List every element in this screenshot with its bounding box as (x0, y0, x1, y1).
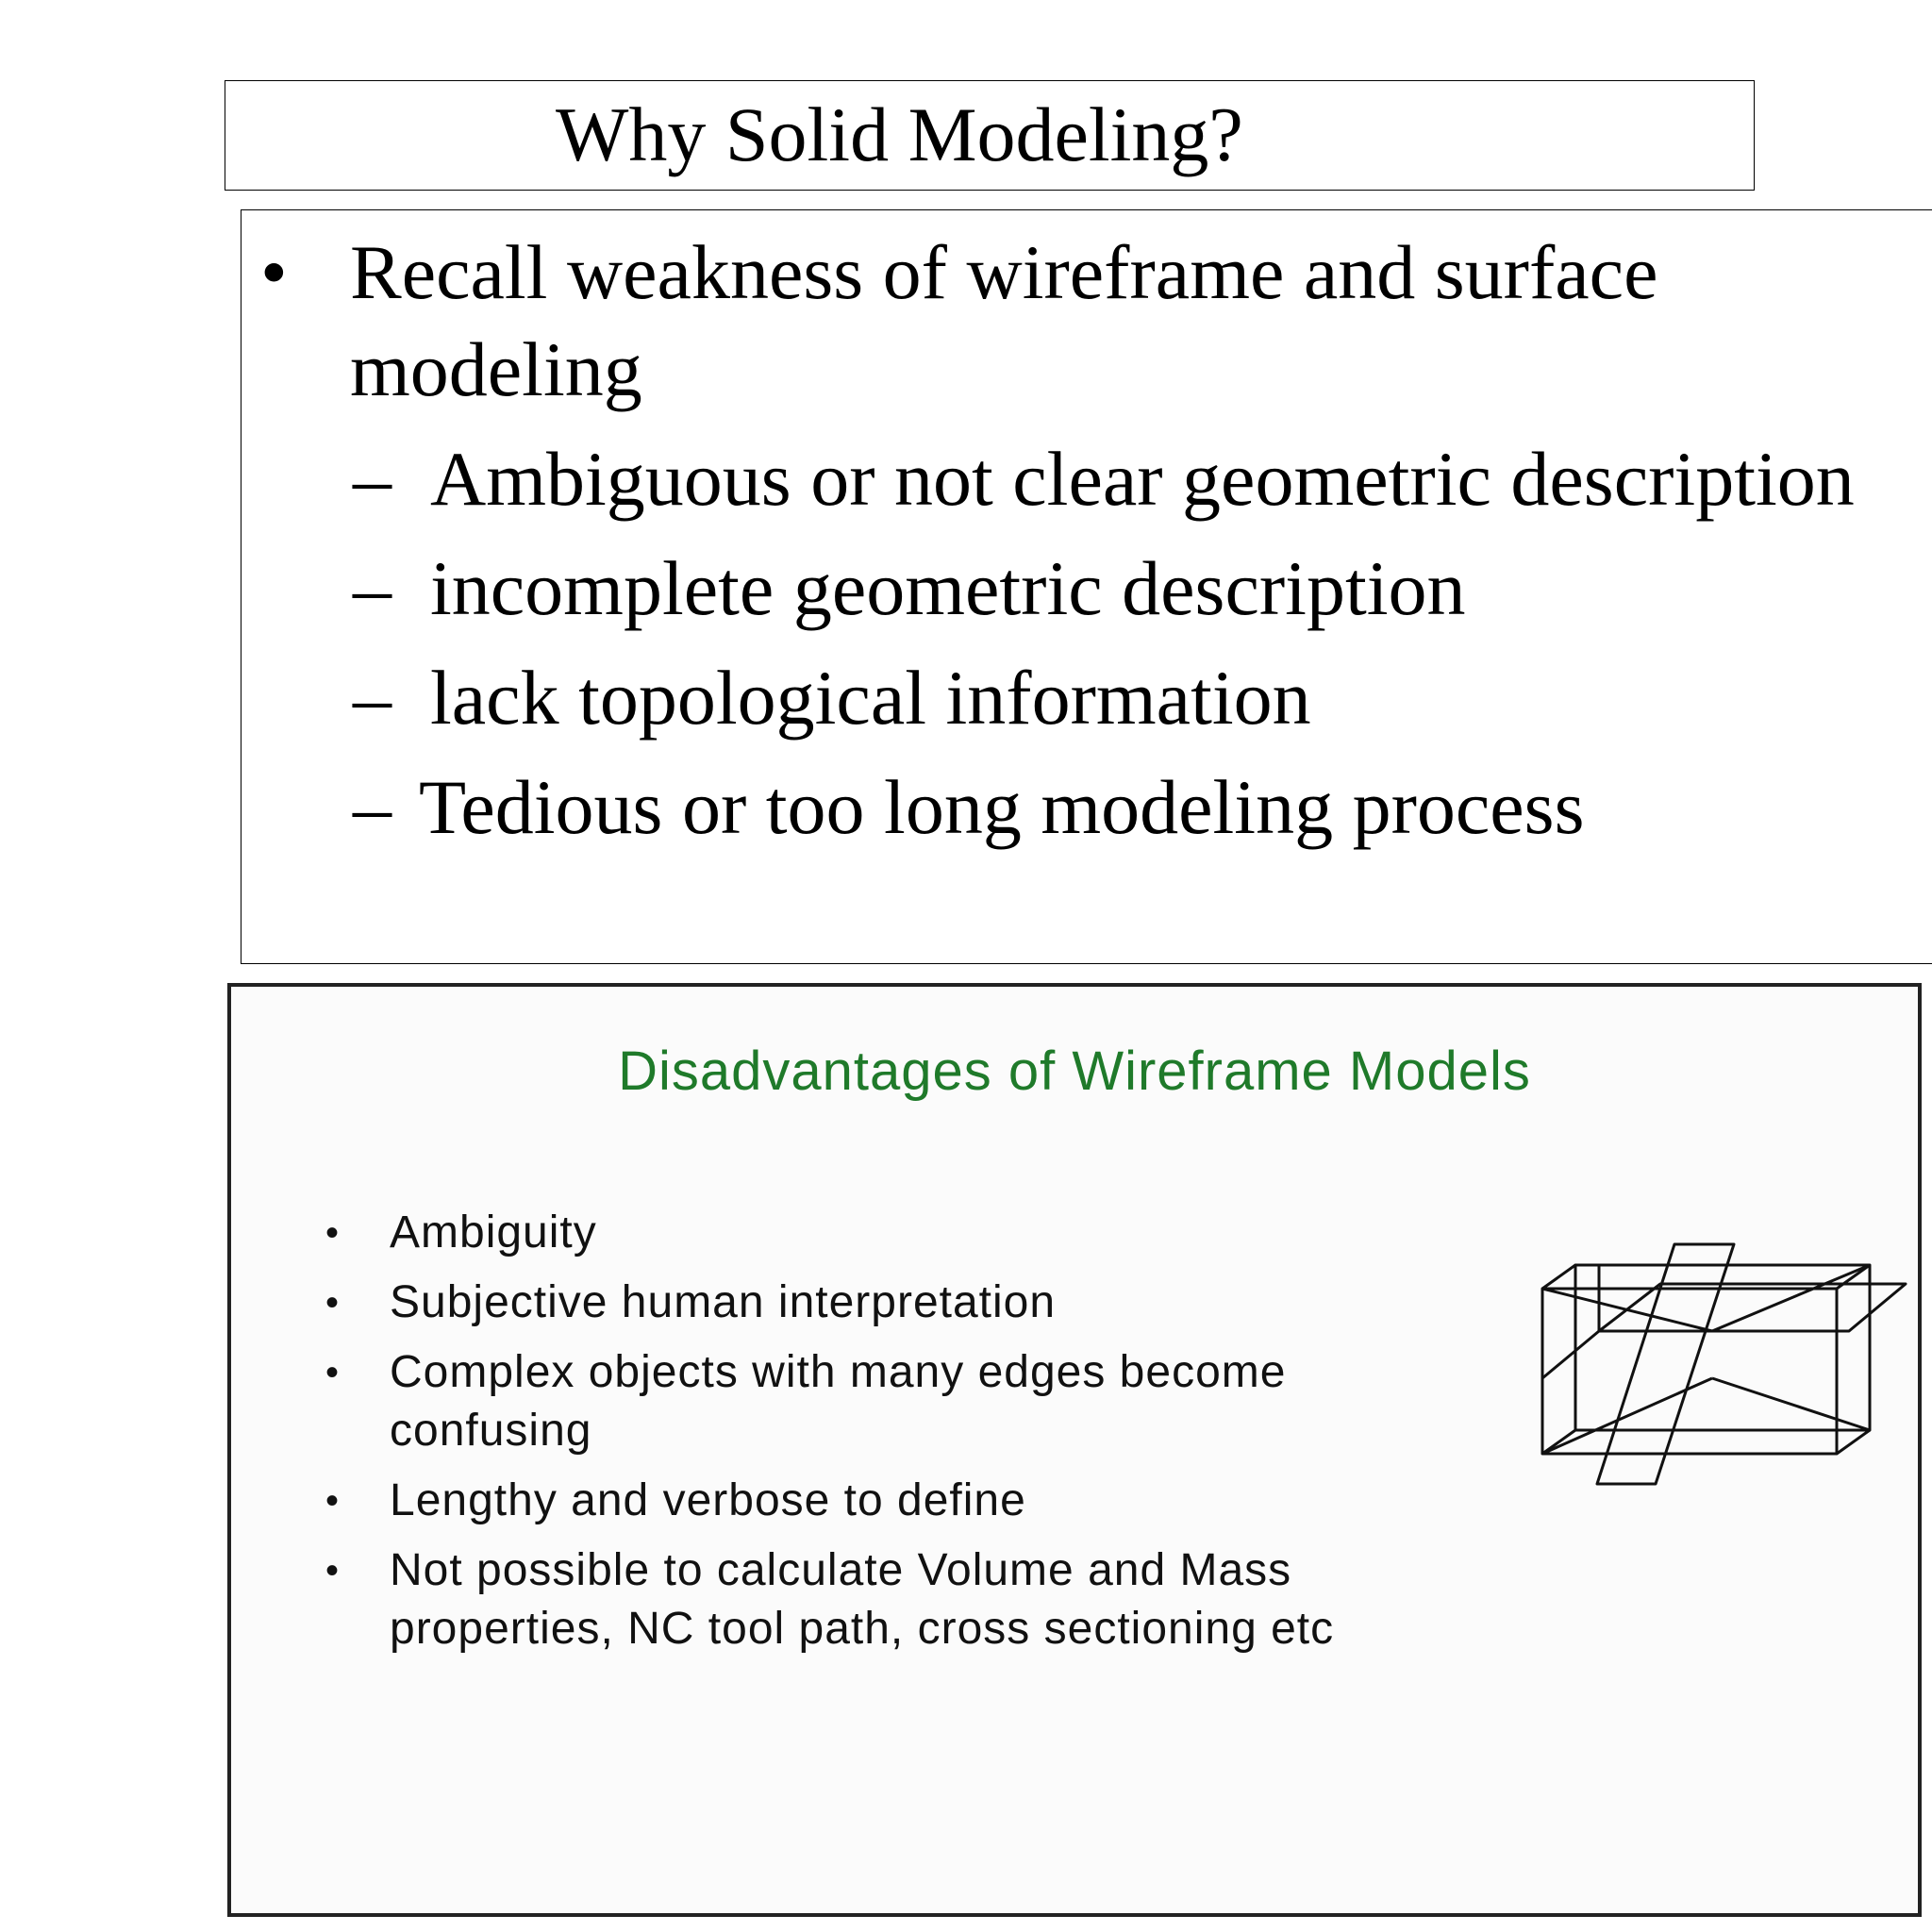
bullet-icon: • (260, 229, 288, 315)
title-box: Why Solid Modeling? (225, 80, 1755, 191)
content-box: • Recall weakness of wireframe and surfa… (241, 209, 1932, 964)
bullet-icon: • (325, 1480, 341, 1522)
bullet-icon: • (325, 1282, 341, 1324)
dash-icon: – (353, 545, 391, 631)
embedded-slide-image: Disadvantages of Wireframe Models • Ambi… (227, 983, 1922, 1917)
sub-bullet-text: Tedious or too long modeling process (419, 764, 1585, 850)
page-title: Why Solid Modeling? (556, 92, 1243, 177)
embedded-bullet-text: Not possible to calculate Volume and Mas… (390, 1545, 1335, 1654)
bullet-icon: • (325, 1550, 341, 1591)
list-item: • Complex objects with many edges become… (325, 1343, 1408, 1460)
wireframe-box-figure-icon (1541, 1242, 1907, 1486)
main-bullet-text: Recall weakness of wireframe and surface… (350, 229, 1658, 412)
embedded-bullet-text: Complex objects with many edges become c… (390, 1347, 1287, 1456)
embedded-bullet-text: Lengthy and verbose to define (390, 1475, 1026, 1525)
embedded-bullet-list: • Ambiguity • Subjective human interpret… (325, 1204, 1408, 1670)
sub-bullet-text: lack topological information (430, 655, 1311, 741)
bullet-icon: • (325, 1212, 341, 1254)
dash-icon: – (353, 764, 391, 850)
dash-icon: – (353, 436, 391, 522)
sub-bullet-text: incomplete geometric description (430, 545, 1466, 631)
embedded-bullet-text: Ambiguity (390, 1208, 597, 1257)
sub-bullet-text: Ambiguous or not clear geometric descrip… (430, 436, 1855, 522)
list-item: • Subjective human interpretation (325, 1274, 1408, 1332)
list-item: • Lengthy and verbose to define (325, 1472, 1408, 1530)
bullet-icon: • (325, 1352, 341, 1393)
dash-icon: – (353, 655, 391, 741)
list-item: • Ambiguity (325, 1204, 1408, 1262)
list-item: • Not possible to calculate Volume and M… (325, 1541, 1408, 1658)
embedded-slide-title: Disadvantages of Wireframe Models (618, 1041, 1531, 1102)
embedded-bullet-text: Subjective human interpretation (390, 1277, 1057, 1327)
